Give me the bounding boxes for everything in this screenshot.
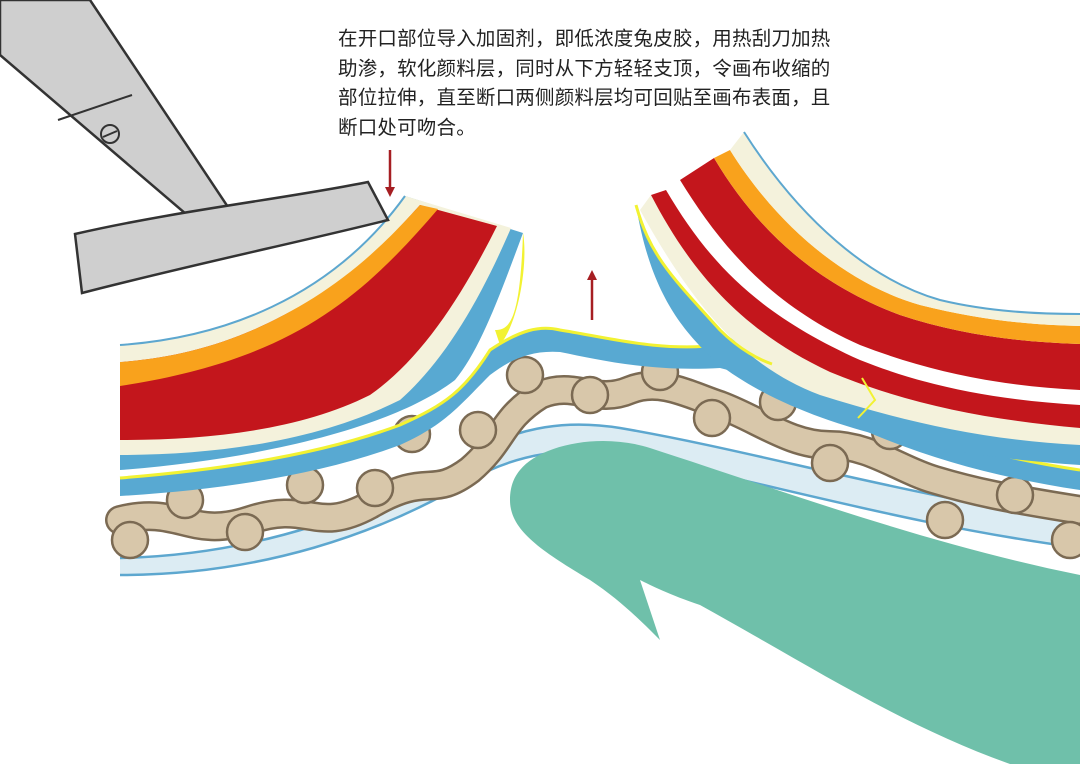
canvas-weave xyxy=(105,352,1080,560)
thread-dot-13 xyxy=(810,443,850,483)
supporting-finger-icon xyxy=(510,440,1080,764)
thread-cross-sections xyxy=(110,352,1080,560)
thread-dot-8 xyxy=(505,355,545,395)
caption-line-2: 助渗，软化颜料层，同时从下方轻轻支顶，令画布收缩的 xyxy=(338,56,831,80)
thread-dot-16 xyxy=(995,475,1035,515)
left-paint-flake xyxy=(119,195,525,470)
caption-line-3: 部位拉伸，直至断口两侧颜料层均可回贴至画布表面，且 xyxy=(338,86,831,109)
caption-line-4: 断口处可吻合。 xyxy=(338,115,476,139)
thread-dot-9 xyxy=(570,375,610,415)
thread-dot-17 xyxy=(1050,520,1080,560)
right-paint-flake xyxy=(634,131,1080,465)
thread-dot-7 xyxy=(458,410,498,450)
pressure-arrows xyxy=(385,150,597,320)
thread-dot-3 xyxy=(225,512,265,552)
thread-dot-11 xyxy=(692,398,732,438)
heated-spatula-icon xyxy=(0,0,390,295)
caption: 在开口部位导入加固剂，即低浓度兔皮胶，用热刮刀加热 助渗，软化颜料层，同时从下方… xyxy=(338,24,938,142)
thread-dot-5 xyxy=(355,468,395,508)
caption-line-1: 在开口部位导入加固剂，即低浓度兔皮胶，用热刮刀加热 xyxy=(338,27,831,50)
thread-dot-1 xyxy=(110,520,150,560)
thread-dot-15 xyxy=(925,500,965,540)
